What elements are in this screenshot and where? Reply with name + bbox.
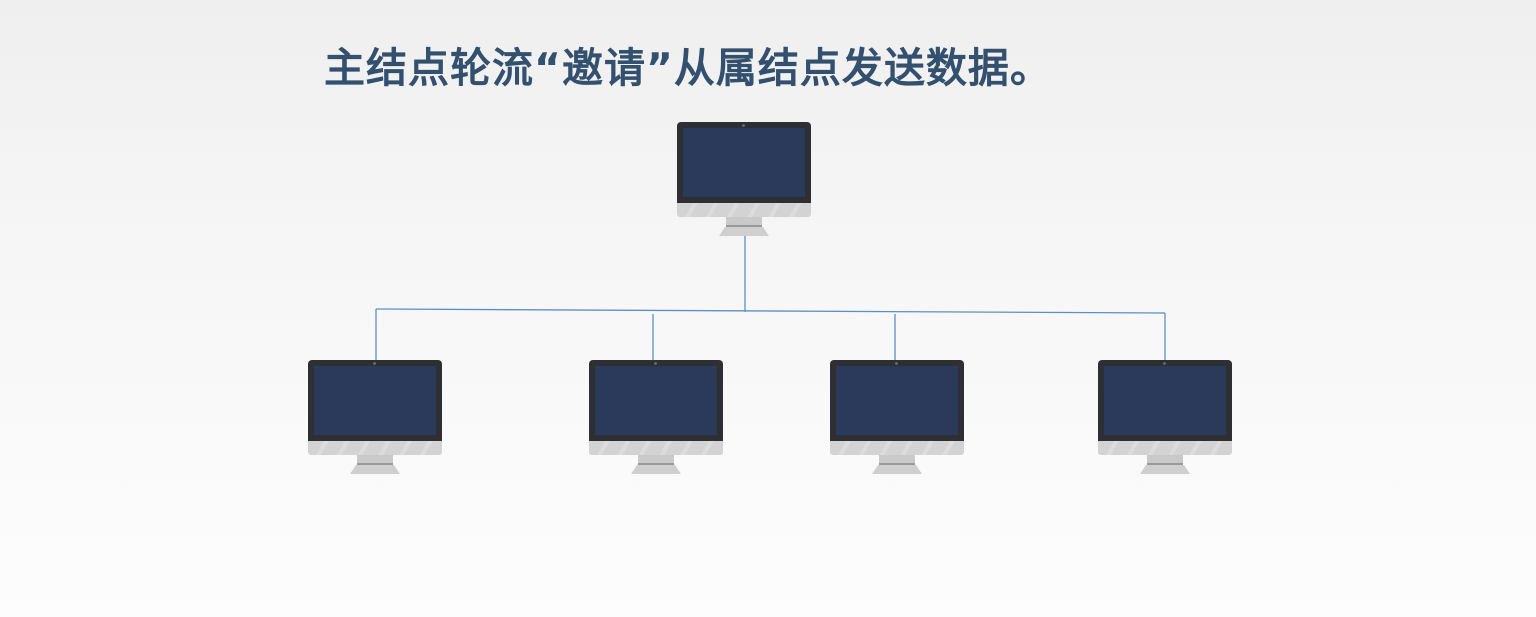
master-node-desktop-monitor-icon xyxy=(677,122,811,239)
slave-node-2-desktop-monitor-icon xyxy=(589,360,723,477)
slave-node-4-desktop-monitor-icon xyxy=(1098,360,1232,477)
bus-line xyxy=(375,308,1166,314)
slave-node-1-desktop-monitor-icon xyxy=(308,360,442,477)
slave-node-3-desktop-monitor-icon xyxy=(830,360,964,477)
slide-title: 主结点轮流“邀请”从属结点发送数据。 xyxy=(324,44,1052,92)
